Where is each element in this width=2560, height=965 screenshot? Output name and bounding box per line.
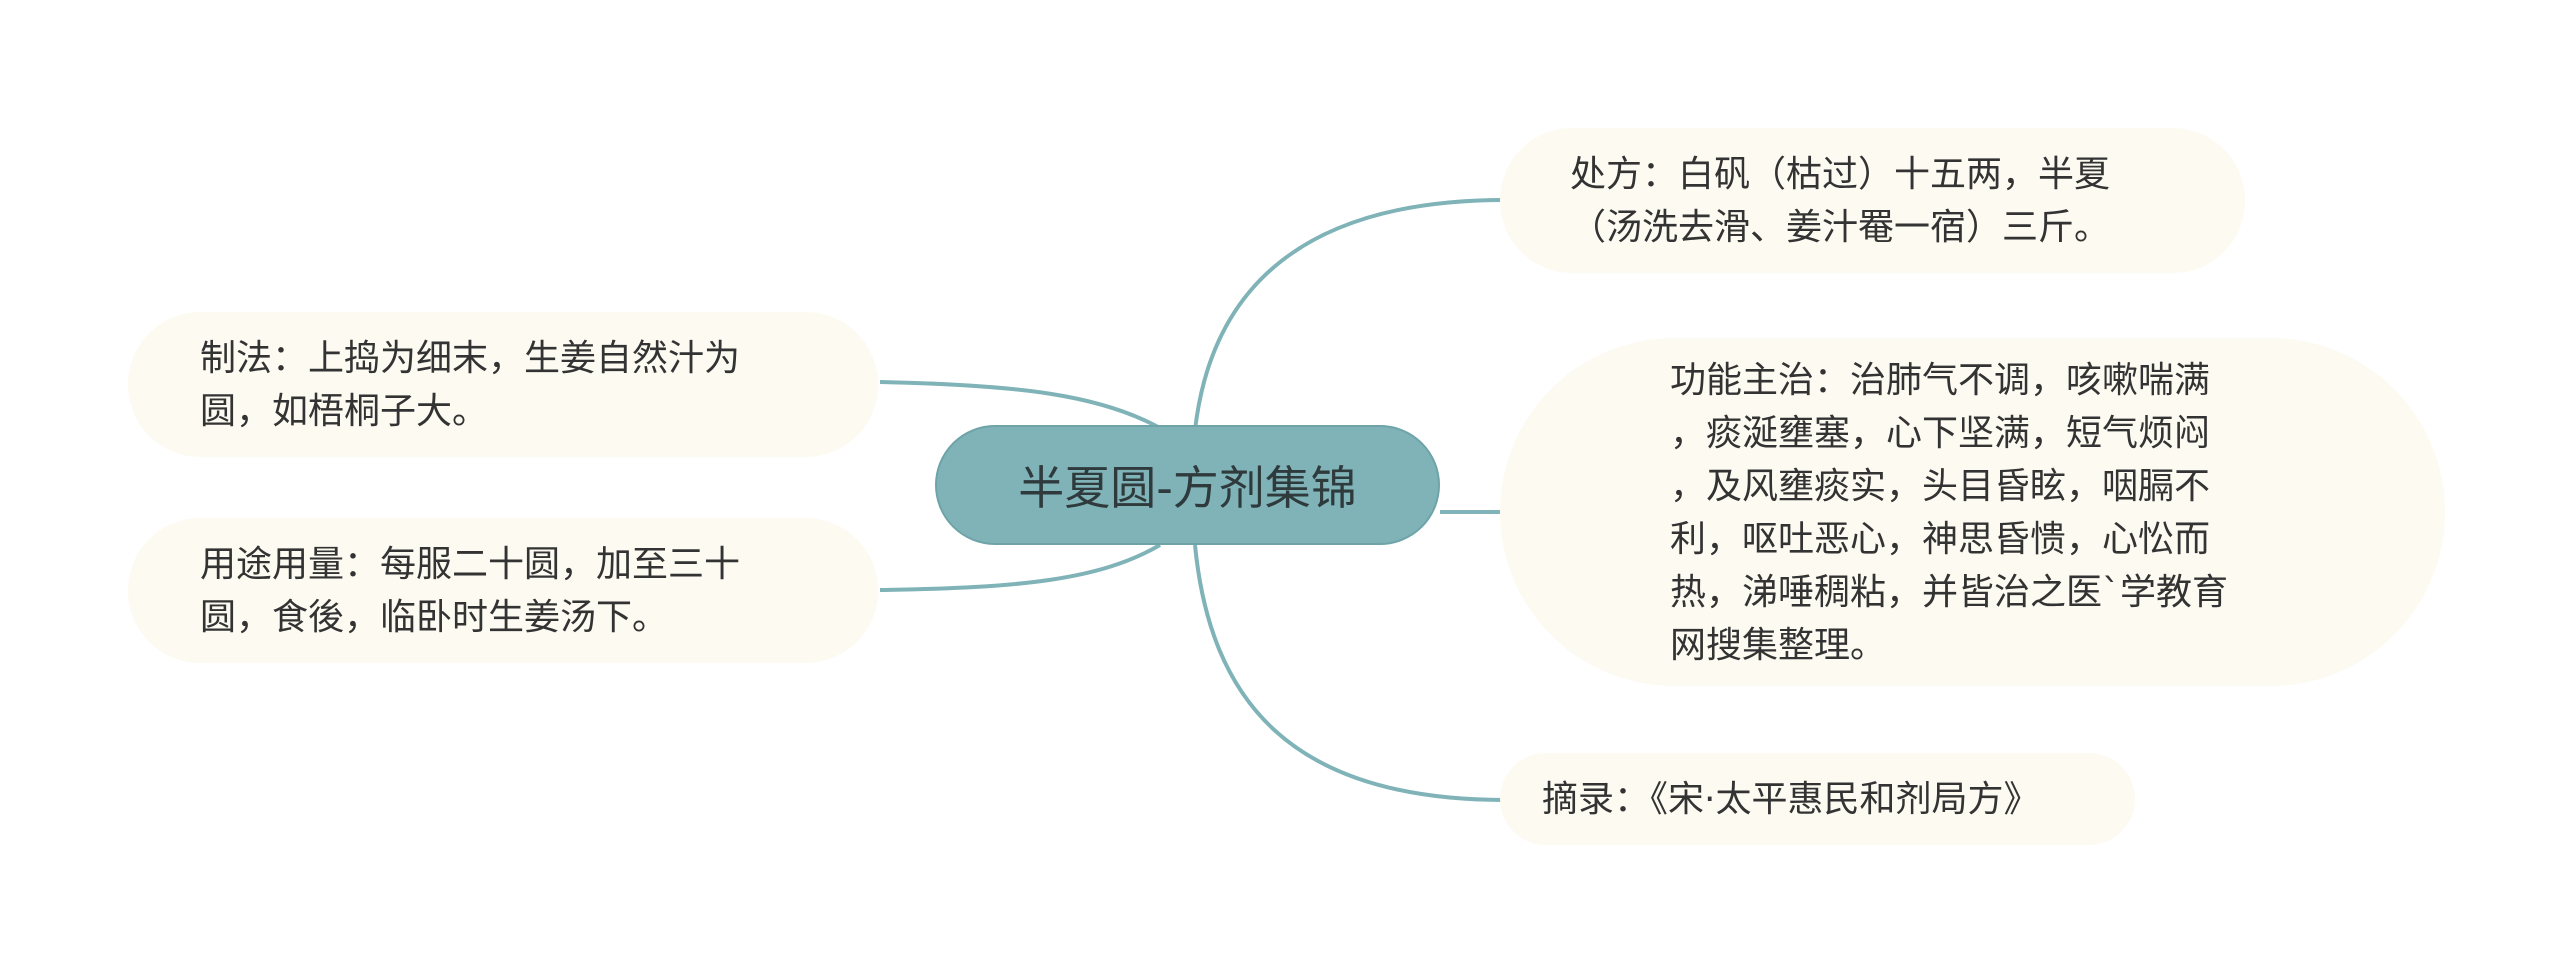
node-source[interactable]: 摘录：《宋·太平惠民和剂局方》 [1500,753,2135,845]
preparation-text: 制法：上捣为细末，生姜自然汁为 圆，如梧桐子大。 [200,338,741,432]
root-node[interactable]: 半夏圆-方剂集锦 [935,425,1440,545]
prescription-text: 处方：白矾（枯过）十五两，半夏 （汤洗去滑、姜汁罨一宿）三斤。 [1570,154,2111,248]
link-prescription [1193,198,1506,431]
root-label: 半夏圆-方剂集锦 [1018,461,1357,515]
source-text: 摘录：《宋·太平惠民和剂局方》 [1542,779,2040,820]
link-preparation [879,380,1161,430]
link-source [1193,544,1506,802]
indications-text: 功能主治：治肺气不调，咳嗽喘满 ，痰涎壅塞，心下坚满，短气烦闷 ，及风壅痰实，头… [1670,360,2229,666]
node-dosage[interactable]: 用途用量：每服二十圆，加至三十 圆，食後，临卧时生姜汤下。 [128,518,878,663]
node-preparation[interactable]: 制法：上捣为细末，生姜自然汁为 圆，如梧桐子大。 [128,312,878,457]
node-indications[interactable]: 功能主治：治肺气不调，咳嗽喘满 ，痰涎壅塞，心下坚满，短气烦闷 ，及风壅痰实，头… [1500,338,2445,686]
dosage-text: 用途用量：每服二十圆，加至三十 圆，食後，临卧时生姜汤下。 [200,544,741,638]
link-dosage [879,543,1162,592]
node-prescription[interactable]: 处方：白矾（枯过）十五两，半夏 （汤洗去滑、姜汁罨一宿）三斤。 [1500,128,2245,273]
